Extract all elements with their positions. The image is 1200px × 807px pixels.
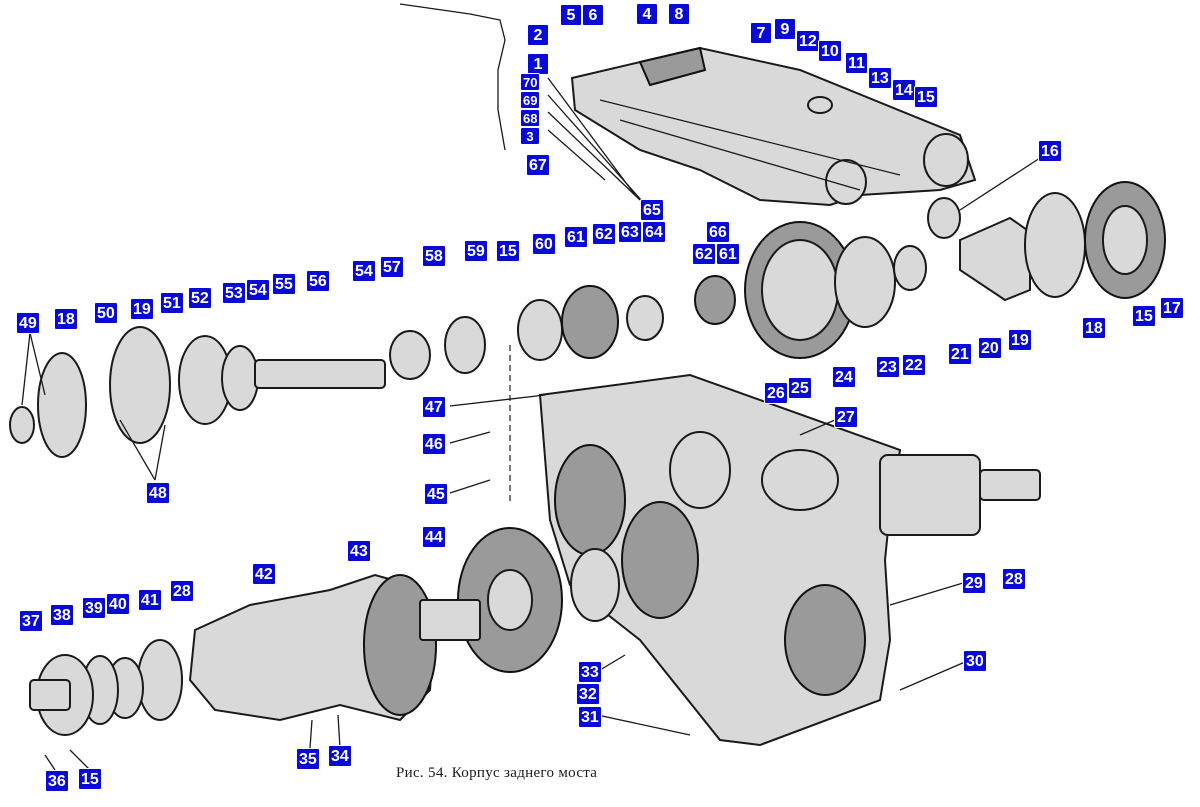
callout-tag: 2 [527, 24, 549, 46]
callout-tag: 15 [78, 768, 102, 790]
callout-tag: 25 [788, 377, 812, 399]
callout-tag: 54 [352, 260, 376, 282]
figure-caption: Рис. 54. Корпус заднего моста [396, 765, 598, 781]
callout-tag: 41 [138, 589, 162, 611]
right-side-drive [959, 181, 1166, 302]
callout-tag: 52 [188, 287, 212, 309]
callout-tag: 54 [246, 279, 270, 301]
lower-axle-housing [29, 573, 481, 736]
callout-tag: 11 [845, 52, 868, 74]
callout-tag: 64 [642, 221, 666, 243]
callout-tag: 16 [1038, 140, 1062, 162]
callout-tag: 36 [45, 770, 69, 792]
callout-tag: 44 [422, 526, 446, 548]
callout-tag: 51 [160, 292, 184, 314]
callout-tag: 70 [520, 73, 541, 91]
callout-tag: 22 [902, 354, 926, 376]
callout-tag: 47 [422, 396, 446, 418]
callout-tag: 62 [592, 223, 616, 245]
callout-tag: 69 [520, 91, 541, 109]
callout-tag: 1 [527, 53, 549, 75]
callout-tag: 15 [914, 86, 938, 108]
callout-tag: 21 [948, 343, 972, 365]
callout-tag: 60 [532, 233, 556, 255]
callout-tag: 59 [464, 240, 488, 262]
callout-tag: 67 [526, 154, 550, 176]
callout-tag: 17 [1160, 297, 1184, 319]
callout-tag: 31 [578, 706, 602, 728]
callout-tag: 63 [618, 221, 642, 243]
callout-tag: 5 [560, 4, 582, 26]
callout-tag: 8 [668, 3, 690, 25]
callout-tag: 37 [19, 610, 43, 632]
callout-tag: 12 [796, 30, 820, 52]
callout-tag: 45 [424, 483, 448, 505]
callout-tag: 23 [876, 356, 900, 378]
main-housing [538, 373, 1041, 747]
callout-tag: 48 [146, 482, 170, 504]
callout-tag: 35 [296, 748, 320, 770]
callout-tag: 3 [520, 127, 540, 145]
callout-tag: 14 [892, 79, 916, 101]
top-cover-plate [570, 46, 977, 207]
callout-tag: 29 [962, 572, 986, 594]
callout-tag: 55 [272, 273, 296, 295]
callout-tag: 24 [832, 366, 856, 388]
callout-tag: 32 [576, 683, 600, 705]
callout-tag: 26 [764, 382, 788, 404]
callout-tag: 58 [422, 245, 446, 267]
callout-tag: 42 [252, 563, 276, 585]
callout-tag: 18 [1082, 317, 1106, 339]
callout-tag: 34 [328, 745, 352, 767]
callout-tag: 28 [1002, 568, 1026, 590]
callout-tag: 9 [774, 18, 796, 40]
callout-tag: 4 [636, 3, 658, 25]
left-shaft-assembly [9, 285, 664, 458]
callout-tag: 61 [564, 226, 588, 248]
differential-assembly [694, 221, 927, 359]
callout-tag: 27 [834, 406, 858, 428]
callout-tag: 19 [130, 298, 154, 320]
callout-tag: 7 [750, 22, 772, 44]
callout-tag: 43 [347, 540, 371, 562]
callout-tag: 53 [222, 282, 246, 304]
callout-tag: 61 [716, 243, 740, 265]
callout-tag: 19 [1008, 329, 1032, 351]
callout-tag: 28 [170, 580, 194, 602]
callout-tag: 30 [963, 650, 987, 672]
callout-tag: 15 [496, 240, 520, 262]
callout-tag: 18 [54, 308, 78, 330]
callout-tag: 56 [306, 270, 330, 292]
callout-tag: 39 [82, 597, 106, 619]
callout-tag: 49 [16, 312, 40, 334]
callout-tag: 50 [94, 302, 118, 324]
callout-tag: 66 [706, 221, 730, 243]
callout-tag: 38 [50, 604, 74, 626]
callout-tag: 10 [818, 40, 842, 62]
callout-tag: 20 [978, 337, 1002, 359]
callout-tag: 13 [868, 67, 892, 89]
callout-tag: 40 [106, 593, 130, 615]
callout-tag: 15 [1132, 305, 1156, 327]
callout-tag: 33 [578, 661, 602, 683]
leader-lines [21, 77, 1041, 771]
callout-tag: 6 [582, 4, 604, 26]
callout-tag: 65 [640, 199, 664, 221]
callout-tag: 68 [520, 109, 541, 127]
callout-tag: 57 [380, 256, 404, 278]
callout-tag: 46 [422, 433, 446, 455]
callout-tag: 62 [692, 243, 716, 265]
